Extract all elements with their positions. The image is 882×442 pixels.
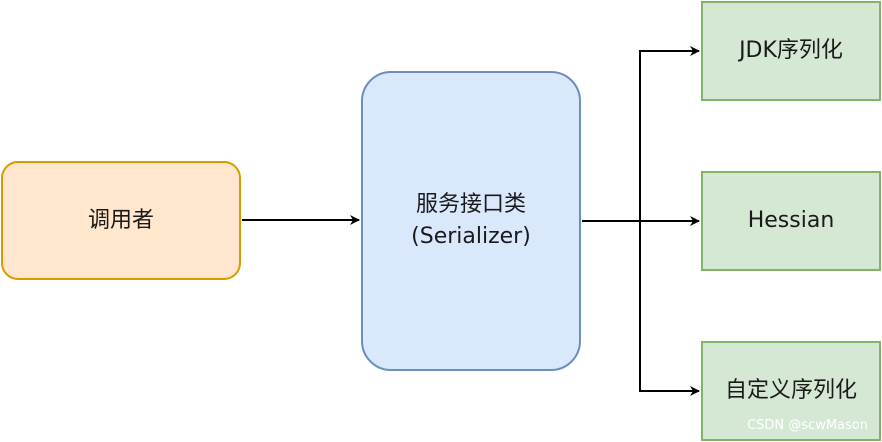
hessian-node: Hessian xyxy=(701,171,881,271)
custom-label: 自定义序列化 xyxy=(724,378,857,404)
jdk-label: JDK序列化 xyxy=(739,38,843,64)
custom-serialization-node: 自定义序列化 xyxy=(701,341,881,441)
hessian-label: Hessian xyxy=(747,208,835,234)
caller-label: 调用者 xyxy=(87,207,154,233)
edge-service-to-custom xyxy=(639,221,700,396)
service-label: 服务接口类 xyxy=(415,192,526,218)
watermark: CSDN @scwMason xyxy=(747,418,868,433)
edge-service-to-jdk xyxy=(582,46,700,222)
service-sublabel: (Serializer) xyxy=(411,224,531,249)
service-interface-node: 服务接口类 (Serializer) xyxy=(361,71,581,371)
caller-node: 调用者 xyxy=(1,161,241,280)
jdk-serialization-node: JDK序列化 xyxy=(701,1,881,101)
